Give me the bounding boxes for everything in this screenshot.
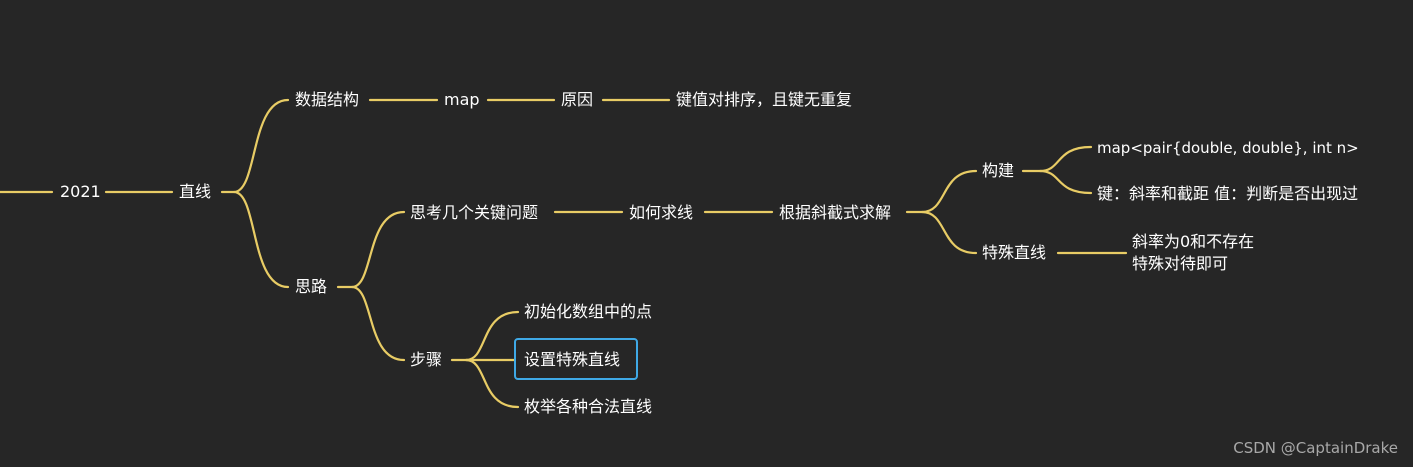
link-steps-step1	[450, 310, 520, 362]
link-steps-step3	[464, 358, 520, 409]
link-build-kv	[1038, 169, 1093, 195]
node-data-structure[interactable]: 数据结构	[295, 90, 360, 109]
node-step-2[interactable]: 设置特殊直线	[524, 350, 621, 369]
node-reason[interactable]: 原因	[561, 90, 594, 109]
link-build-map	[1021, 145, 1093, 173]
node-how-line[interactable]: 如何求线	[629, 203, 694, 222]
node-step-3[interactable]: 枚举各种合法直线	[524, 397, 653, 416]
link-slope-build	[905, 169, 978, 214]
link-slope-special	[920, 210, 978, 255]
node-build-map[interactable]: map<pair{double, double}, int n>	[1097, 139, 1359, 157]
node-special-detail[interactable]: 斜率为0和不存在 特殊对待即可	[1132, 232, 1255, 273]
link-approach-steps	[350, 285, 406, 362]
node-slope-intercept[interactable]: 根据斜截式求解	[779, 203, 892, 222]
node-topic[interactable]: 直线	[179, 182, 212, 201]
node-steps[interactable]: 步骤	[410, 350, 443, 369]
node-key-questions[interactable]: 思考几个关键问题	[410, 203, 539, 222]
node-reason-detail[interactable]: 键值对排序，且键无重复	[676, 90, 853, 109]
node-map[interactable]: map	[444, 90, 480, 109]
watermark: CSDN @CaptainDrake	[1233, 439, 1398, 457]
selection-highlight	[514, 338, 638, 380]
node-build[interactable]: 构建	[982, 161, 1015, 180]
node-root[interactable]: 2021	[60, 182, 101, 201]
link-topic-data-structure	[220, 98, 290, 194]
link-approach-key-questions	[336, 210, 406, 289]
node-special-line[interactable]: 特殊直线	[982, 243, 1047, 262]
node-approach[interactable]: 思路	[295, 277, 328, 296]
node-build-kv[interactable]: 键：斜率和截距 值：判断是否出现过	[1097, 184, 1359, 203]
node-step-1[interactable]: 初始化数组中的点	[524, 302, 653, 321]
link-topic-approach	[232, 190, 290, 289]
